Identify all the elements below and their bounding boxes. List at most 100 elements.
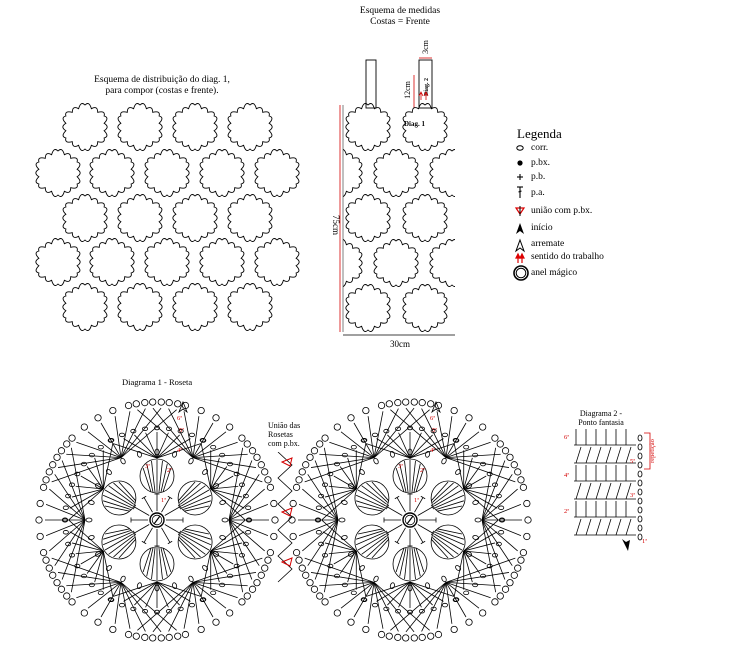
round-label: 4ª: [430, 447, 435, 454]
join-label-line1: União das: [268, 421, 301, 430]
stitch-tall: [192, 581, 238, 599]
stitch-tall: [481, 460, 506, 521]
stitch-tall: [94, 550, 104, 583]
row-label: 3ª: [630, 492, 635, 499]
picot-loop: [253, 579, 261, 587]
stitch-tall: [162, 547, 172, 573]
stitch-tall: [137, 409, 194, 458]
picot-loop: [289, 499, 297, 508]
chain-stitch: [637, 434, 643, 442]
petal-arch: [139, 546, 175, 582]
stitch-top: [167, 495, 173, 500]
stitch-tall: [399, 547, 407, 577]
picot-loop: [434, 630, 443, 639]
join-label: União das Rosetas com p.bx.: [268, 421, 300, 448]
flower-motif: [172, 103, 218, 151]
stitch-tall: [178, 537, 201, 558]
stitch-tall: [371, 538, 390, 559]
chain-stitch: [418, 426, 425, 431]
picot-loop: [377, 630, 386, 639]
stitch-tall: [200, 550, 212, 597]
finish-arrow-icon: [178, 400, 188, 414]
start-arrow-icon: [516, 223, 524, 234]
distribution-grid: [35, 103, 300, 331]
chain-stitch: [637, 533, 643, 541]
chain-stitch: [97, 590, 104, 596]
chain-stitch: [219, 499, 227, 505]
stitch-tall: [102, 494, 132, 509]
strap-right: [418, 59, 433, 109]
picot-loop: [402, 398, 410, 406]
stitch-tall: [322, 488, 357, 509]
stitch-tall: [431, 482, 454, 503]
flower-motif: [117, 103, 163, 151]
stitch-tall: [162, 467, 172, 493]
stitch-tall: [409, 438, 444, 459]
flower-motif: [429, 149, 468, 197]
stitch-tall: [113, 581, 158, 597]
row-label: 6ª: [564, 434, 569, 441]
row-label: 2ª: [564, 508, 569, 515]
picot-loop: [292, 549, 301, 557]
petal-arch: [177, 524, 213, 560]
picot-loop: [197, 625, 205, 634]
chain-stitch: [120, 457, 126, 465]
flower-motif: [117, 283, 163, 331]
stitch-tall: [113, 443, 158, 459]
legend-symbols: [513, 145, 529, 281]
picot-loop: [292, 483, 301, 491]
chain-stitch: [373, 457, 379, 465]
picot-loop: [238, 598, 246, 606]
stitch-tall: [87, 431, 122, 458]
picot-loop: [42, 556, 50, 564]
stitch-tall: [481, 447, 497, 521]
stitch-tall: [373, 582, 384, 629]
chain-stitch: [233, 471, 240, 477]
stitch-tall: [183, 582, 194, 629]
stitch-tall: [103, 500, 131, 510]
petal-arch: [430, 480, 466, 516]
picot-loop: [42, 476, 50, 484]
picot-loop: [316, 592, 324, 600]
stitch-tall: [355, 550, 367, 597]
picot-loop: [149, 634, 157, 642]
stitch-tall: [70, 519, 86, 593]
chain-stitch: [637, 452, 643, 460]
stitch-tall: [51, 457, 122, 483]
stitch-tall: [437, 505, 463, 512]
chain-stitch: [472, 582, 479, 588]
chain-stitch: [333, 461, 340, 467]
chain-stitch: [480, 573, 487, 579]
stitch-tall: [200, 443, 212, 490]
chain-stitch: [177, 606, 184, 612]
chain-stitch: [119, 432, 126, 438]
stitch-tall: [310, 572, 375, 583]
stitch-tall: [340, 582, 375, 609]
stitch-tall: [164, 506, 180, 516]
petal-arch: [392, 458, 428, 494]
picot-loop: [306, 579, 314, 587]
stitch-tall: [210, 466, 228, 490]
stitch-tall: [333, 475, 357, 490]
chain-stitch: [74, 471, 81, 477]
stitch-tall: [75, 550, 104, 555]
chain-stitch: [107, 438, 114, 443]
chain-stitch: [221, 517, 229, 523]
stitch-tall: [390, 582, 447, 631]
stitch-tall: [414, 527, 424, 543]
stitch-tall: [86, 466, 104, 490]
stitch-tall: [76, 581, 122, 599]
stitch-tall: [228, 460, 253, 521]
stitch-tall: [319, 453, 375, 459]
chain-stitch: [154, 609, 161, 615]
chain-stitch: [65, 493, 72, 499]
stitch-tall: [69, 488, 104, 509]
stitch-tall: [94, 457, 104, 490]
picot-loop: [517, 556, 525, 564]
stitch-tall: [68, 488, 104, 520]
legend-item-direction: sentido do trabalho: [531, 252, 604, 262]
picot-loop: [501, 585, 510, 593]
petal-arch: [392, 546, 428, 582]
stitch-tall: [387, 434, 411, 459]
